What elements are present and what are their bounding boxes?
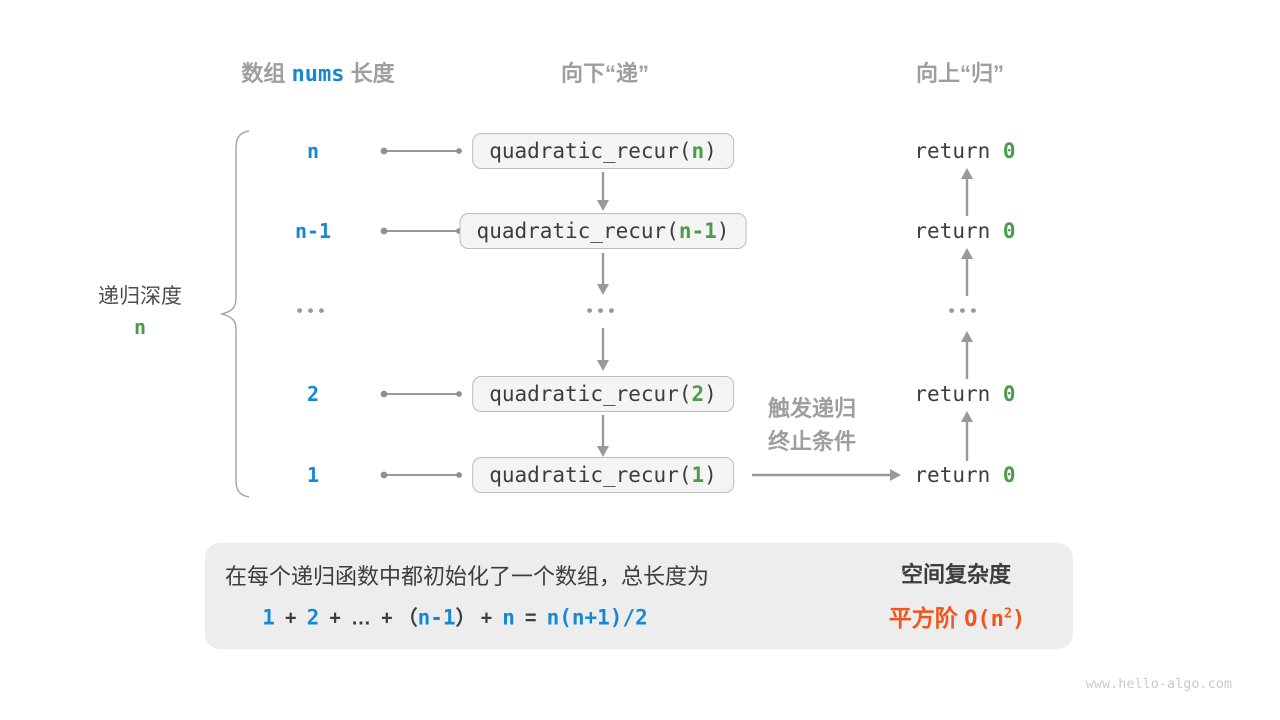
call-suffix: ) — [704, 382, 717, 406]
call-prefix: quadratic_recur( — [489, 463, 692, 487]
array-length-label-1: 1 — [306, 463, 320, 487]
formula-plus: + — [480, 607, 493, 630]
call-arg: 1 — [691, 463, 705, 487]
array-length-label-n: n — [306, 139, 320, 163]
formula-paren-open: （ — [397, 607, 418, 630]
formula-term-n: n — [502, 605, 515, 630]
base-case-annotation-line2: 终止条件 — [767, 429, 857, 454]
base-case-arrow — [752, 469, 901, 481]
summary-description: 在每个递归函数中都初始化了一个数组，总长度为 — [224, 564, 710, 589]
base-case-annotation: 触发递归 终止条件 — [768, 392, 856, 458]
header-array-varname: nums — [291, 62, 345, 87]
call-suffix: ) — [704, 139, 717, 163]
big-o-suffix: ) — [1012, 607, 1026, 632]
big-o-prefix: O(n — [964, 607, 1004, 632]
header-array-post: 长度 — [350, 61, 395, 86]
column-header-recurse: 向下“递” — [560, 61, 650, 86]
summary-box: 在每个递归函数中都初始化了一个数组，总长度为 1+2+…+（n-1）+n=n(n… — [205, 543, 1073, 649]
return-value: 0 — [1002, 219, 1016, 243]
return-statement-2: return 0 — [914, 382, 1015, 406]
return-value: 0 — [1002, 382, 1016, 406]
space-complexity-result: 平方阶 O(n2) — [889, 599, 1026, 633]
return-keyword: return — [914, 219, 1003, 243]
return-statement-1: return 0 — [914, 463, 1015, 487]
depth-brace — [219, 130, 250, 498]
return-value: 0 — [1002, 139, 1016, 163]
ellipsis-labels: ••• — [296, 301, 330, 320]
ellipsis-calls: ••• — [586, 301, 620, 320]
summary-formula: 1+2+…+（n-1）+n=n(n+1)/2 — [257, 602, 653, 631]
call-arg: n — [691, 139, 705, 163]
call-prefix: quadratic_recur( — [476, 219, 679, 243]
header-array-pre: 数组 — [241, 61, 286, 86]
return-value: 0 — [1002, 463, 1016, 487]
array-length-label-2: 2 — [306, 382, 320, 406]
big-o-notation: O(n2) — [964, 605, 1026, 632]
watermark: www.hello-algo.com — [1085, 676, 1232, 692]
formula-plus: + — [284, 607, 297, 630]
recursive-call-box-2: quadratic_recur(2) — [472, 376, 734, 412]
return-keyword: return — [914, 463, 1003, 487]
formula-plus: + — [329, 607, 341, 630]
recursion-depth-label: 递归深度 n — [98, 282, 182, 342]
order-label: 平方阶 — [888, 605, 958, 631]
return-keyword: return — [914, 382, 1003, 406]
formula-ellipsis: … — [350, 607, 371, 630]
recursive-call-box-1: quadratic_recur(1) — [472, 457, 734, 493]
space-complexity-title: 空间复杂度 — [900, 562, 1012, 587]
formula-result: n(n+1)/2 — [546, 605, 648, 630]
recursive-call-box-n-1: quadratic_recur(n-1) — [459, 213, 747, 249]
formula-term-n-1: n-1 — [417, 605, 456, 630]
call-arg: 2 — [691, 382, 705, 406]
column-header-array-length: 数组 nums 长度 — [241, 56, 394, 88]
ellipsis-returns: ••• — [948, 301, 982, 320]
recursive-call-box-n: quadratic_recur(n) — [472, 133, 734, 169]
call-prefix: quadratic_recur( — [489, 139, 692, 163]
base-case-annotation-line1: 触发递归 — [767, 396, 857, 421]
return-keyword: return — [914, 139, 1003, 163]
call-arg: n-1 — [678, 219, 717, 243]
return-statement-n: return 0 — [914, 139, 1015, 163]
recursion-depth-value: n — [133, 315, 147, 339]
formula-plus: + — [380, 607, 393, 630]
call-prefix: quadratic_recur( — [489, 382, 692, 406]
call-suffix: ) — [716, 219, 730, 243]
big-o-exponent: 2 — [1003, 605, 1013, 622]
column-header-return: 向上“归” — [915, 61, 1005, 86]
call-suffix: ) — [704, 463, 717, 487]
formula-term-2: 2 — [306, 605, 320, 630]
formula-paren-close: ） — [455, 607, 476, 630]
formula-equals: = — [524, 607, 537, 630]
formula-term-1: 1 — [262, 605, 275, 630]
recursion-depth-text: 递归深度 — [98, 285, 182, 308]
return-statement-n-1: return 0 — [914, 219, 1015, 243]
array-length-label-n-1: n-1 — [294, 219, 332, 243]
